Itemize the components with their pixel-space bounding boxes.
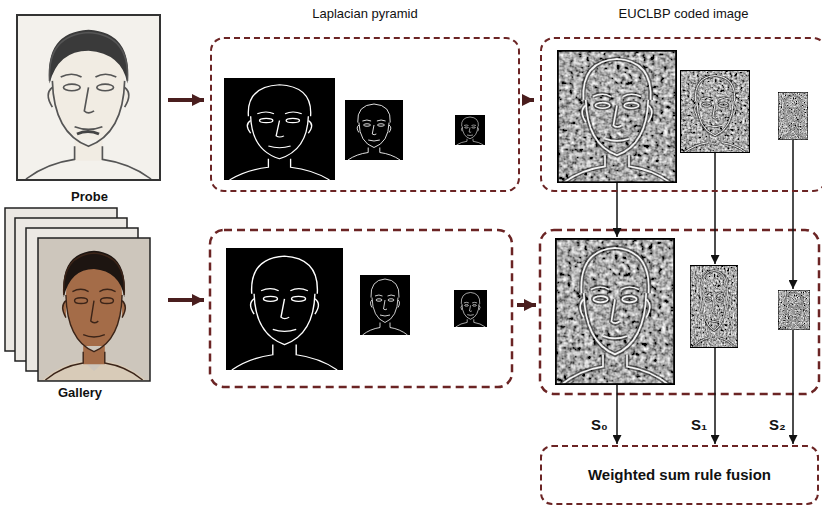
box-label: Weighted sum rule fusion [588, 466, 771, 484]
gallery-photo-skin [63, 264, 126, 364]
score-arrow [714, 348, 716, 444]
euclbp-image [690, 265, 738, 348]
image-node: Probe [17, 15, 162, 205]
euclbp-image [555, 238, 675, 385]
match-arrow [714, 153, 716, 264]
image-node: Gallery [5, 205, 155, 401]
gallery-photo-frame [38, 238, 150, 381]
probe-sketch-skin [48, 46, 129, 161]
euclbp-image [778, 92, 808, 140]
score-arrow [616, 385, 618, 444]
gallery-euclbp-frame [540, 230, 819, 394]
euclbp-image [778, 290, 810, 330]
laplacian-image [224, 78, 335, 180]
dashed-panel-frame [540, 37, 822, 192]
flow-arrow [168, 98, 204, 102]
laplacian-edges [456, 292, 486, 327]
score-arrow [792, 330, 794, 444]
laplacian-edges [232, 256, 337, 370]
laplacian-edges [457, 117, 484, 145]
probe-sketch-hair [49, 30, 128, 84]
stage-panel: Laplacian pyramid [210, 6, 520, 192]
probe-sketch-frame [17, 15, 160, 180]
probe-sketch-face [26, 32, 151, 179]
node-caption: Probe [71, 189, 108, 205]
laplacian-image [455, 115, 485, 145]
score-label: S₀ [590, 416, 609, 434]
euclbp-image [680, 70, 750, 153]
laplacian-edges [230, 85, 330, 180]
match-arrow [792, 140, 794, 289]
laplacian-image [226, 248, 343, 370]
node-caption: EUCLBP coded image [540, 6, 822, 22]
laplacian-image [360, 275, 410, 335]
node-caption: Gallery [58, 385, 102, 401]
laplacian-image [454, 290, 487, 327]
process-box: Weighted sum rule fusion [540, 445, 819, 505]
flow-arrow [526, 98, 534, 102]
score-label: S₂ [768, 416, 787, 434]
gallery-photo-hair [63, 251, 124, 297]
dashed-panel-frame [210, 37, 520, 192]
stage-panel: EUCLBP coded image [540, 6, 822, 192]
probe-sketch-moustache [77, 132, 99, 135]
gallery-arrow [168, 298, 204, 302]
laplacian-image [345, 100, 403, 160]
laplacian-edges [363, 279, 408, 335]
node-caption: Laplacian pyramid [210, 6, 520, 22]
score-label: S₁ [690, 416, 708, 434]
euclbp-image [557, 50, 677, 183]
laplacian-edges [348, 104, 400, 160]
gallery-laplacian-frame [210, 230, 512, 387]
gallery-photo-face [45, 253, 142, 380]
gallery-arrow [517, 303, 536, 307]
